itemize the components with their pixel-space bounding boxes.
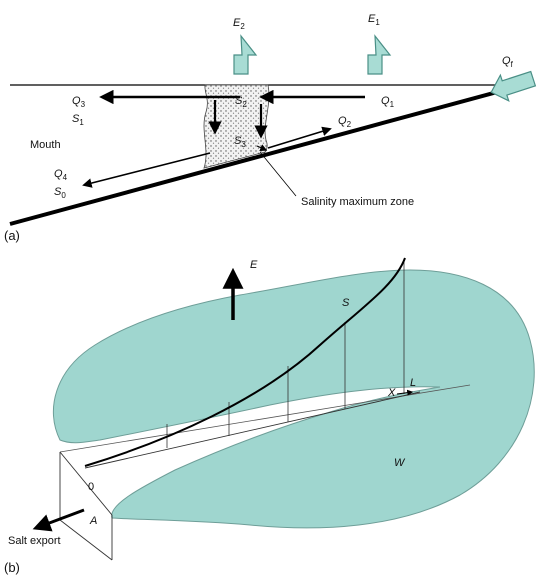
label-q3: Q3: [72, 95, 86, 109]
flow-arrow-q2: [267, 126, 332, 149]
salinity-maximum-zone: [203, 84, 270, 169]
panel-b: E S X L W 0 A Salt export (b): [4, 257, 535, 575]
water-body: [53, 269, 535, 529]
label-e2: E2: [233, 17, 245, 31]
label-q4: Q4: [54, 168, 68, 182]
wedge-upper-line: [84, 391, 421, 469]
evaporation-arrow-e1: [367, 34, 392, 75]
label-zero: 0: [88, 481, 94, 493]
label-a: A: [89, 515, 97, 527]
label-e1: E1: [368, 13, 380, 27]
flow-arrow-q4: [82, 152, 211, 188]
freshwater-inflow-arrow: [490, 70, 537, 102]
label-s3: S3: [234, 135, 246, 149]
salinity-curve: [84, 257, 406, 467]
label-q2: Q2: [338, 115, 352, 129]
x-arrow: [396, 389, 414, 396]
small-arrow-s3: [256, 144, 268, 151]
label-s: S: [342, 297, 350, 309]
evaporation-arrow-e2: [233, 34, 258, 75]
zone-leader-line: [259, 151, 297, 197]
label-mouth: Mouth: [30, 139, 61, 151]
estuary-bed-line: [9, 86, 513, 226]
label-salt-export: Salt export: [8, 535, 61, 547]
label-s1: S1: [72, 113, 84, 127]
label-q1: Q1: [381, 95, 395, 109]
label-s2: S2: [235, 95, 247, 109]
panel-label-a: (a): [4, 228, 20, 243]
label-x: X: [387, 387, 396, 399]
panel-label-b: (b): [4, 560, 20, 575]
label-e: E: [250, 259, 258, 271]
mouth-cross-section: [59, 451, 113, 561]
label-s0: S0: [54, 186, 66, 200]
label-salinity-maximum-zone: Salinity maximum zone: [301, 196, 414, 208]
label-qf: Qf: [502, 55, 514, 69]
panel-a: E2 E1 Qf Q3 S1 S2 Q1 Q2 S3 Mouth Q4: [4, 13, 537, 243]
label-l: L: [410, 377, 416, 389]
label-w: W: [394, 457, 406, 469]
salt-export-arrow: [32, 508, 85, 532]
